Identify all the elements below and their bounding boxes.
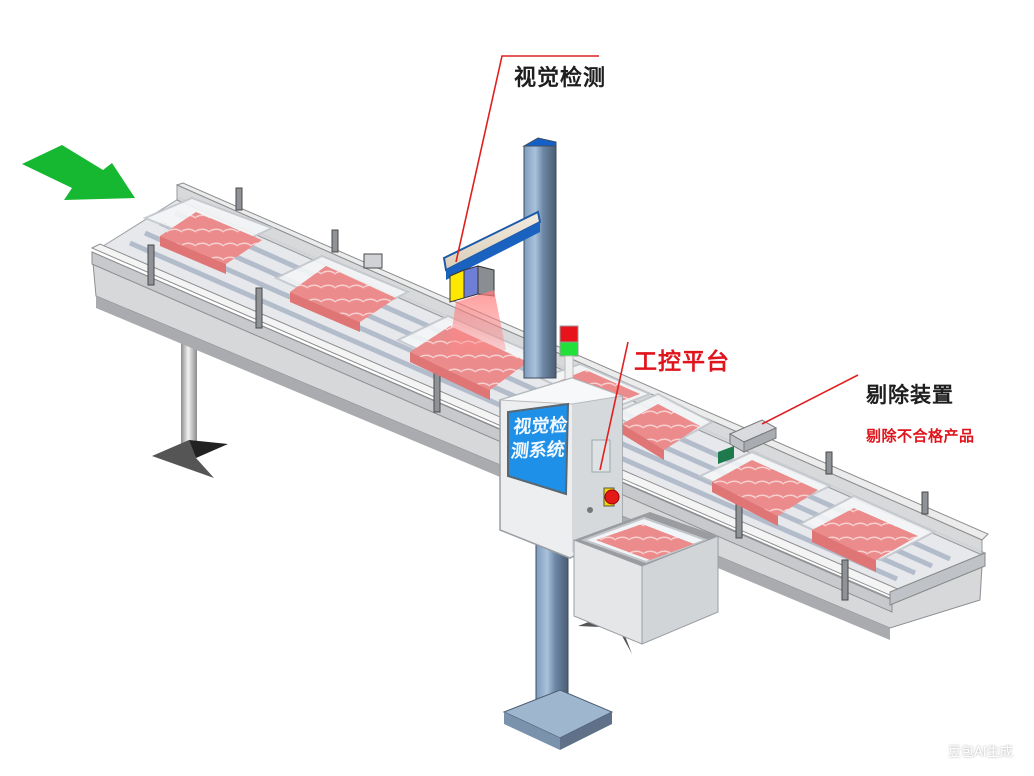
screen-line-2: 测系统	[509, 439, 566, 463]
watermark: 豆包AI生成	[948, 745, 1013, 760]
cabinet-screen	[507, 402, 570, 496]
camera-arm	[442, 210, 542, 280]
callout-line-reject	[761, 374, 859, 425]
flow-arrow-icon	[22, 145, 135, 200]
gantry-column	[502, 137, 614, 750]
meat-tray	[697, 450, 833, 526]
callout-lines	[455, 55, 859, 471]
meat-tray	[609, 392, 715, 460]
rail-guide-posts	[147, 187, 929, 601]
inspection-light-beam	[448, 290, 506, 356]
callout-line-vision	[455, 55, 599, 263]
meat-tray	[273, 254, 411, 332]
cabinet-screen-text: 视觉检 测系统	[510, 414, 575, 465]
reject-pusher	[718, 419, 778, 464]
control-cabinet	[499, 377, 623, 559]
right-support-leg	[578, 614, 632, 654]
reject-bin	[573, 512, 719, 645]
meat-tray	[142, 196, 275, 274]
meat-tray	[797, 494, 937, 572]
label-industrial-control-platform: 工控平台	[634, 349, 730, 375]
label-rejection-device-note: 剔除不合格产品	[866, 427, 975, 445]
callout-line-ipc	[599, 341, 629, 471]
left-support-leg	[152, 325, 228, 478]
label-rejection-device: 剔除装置	[866, 383, 954, 407]
label-vision-inspection: 视觉检测	[514, 66, 607, 91]
emergency-stop-button[interactable]	[603, 487, 620, 507]
screen-line-1: 视觉检	[512, 414, 569, 439]
